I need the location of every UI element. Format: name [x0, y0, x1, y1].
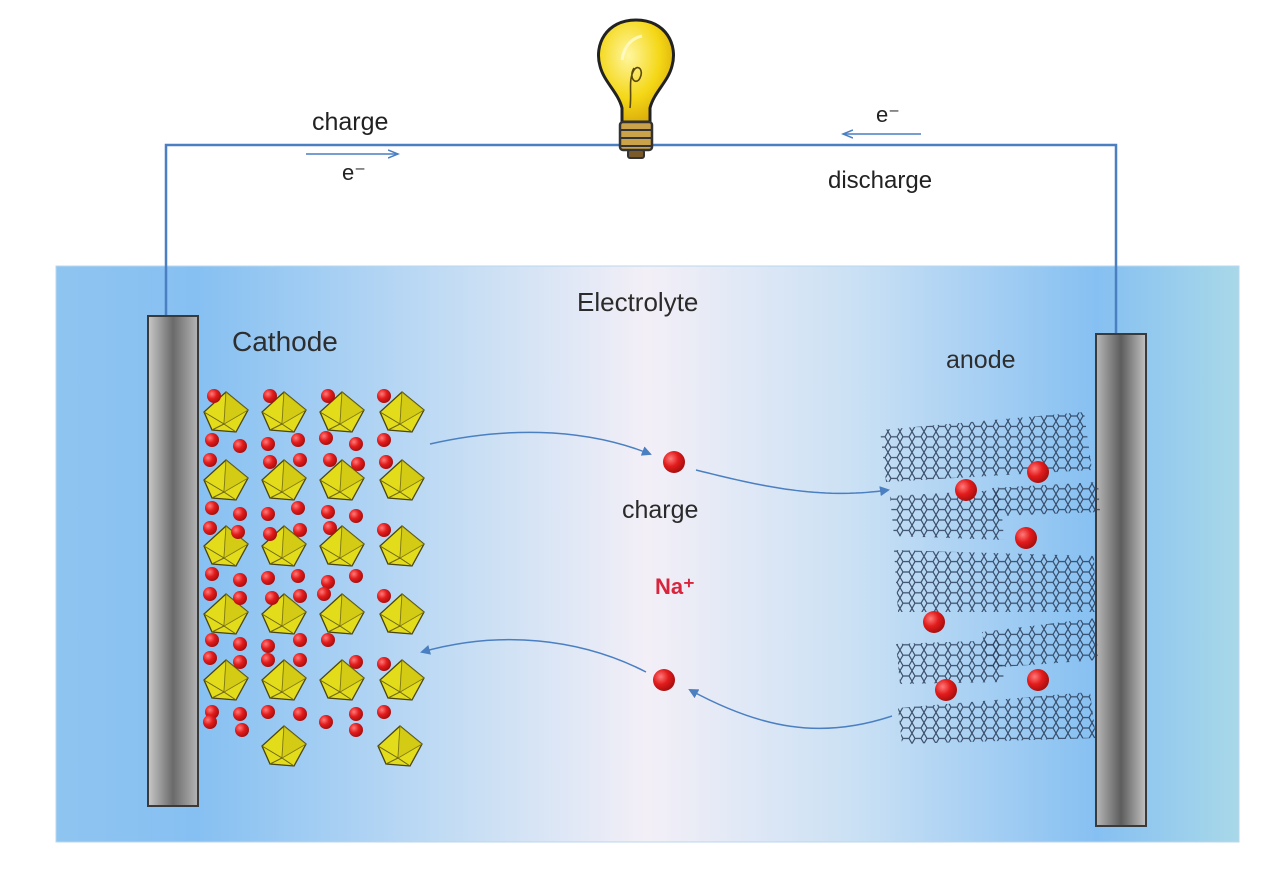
discharge-ion-arrow-upper	[420, 638, 647, 673]
electrolyte-region	[55, 265, 1240, 843]
discharge-ion-arrow-lower	[688, 689, 893, 730]
charge-label-circuit: charge	[312, 108, 389, 136]
discharge-label: discharge	[828, 167, 933, 194]
electron-label-right: e⁻	[876, 102, 900, 127]
charge-ion-arrow-lower	[695, 469, 890, 497]
charge-label-ions: charge	[622, 496, 699, 524]
anode-label: anode	[946, 346, 1016, 374]
sodium-ion-icon	[653, 669, 675, 691]
light-bulb-icon	[597, 18, 675, 159]
anode-electrode	[1095, 333, 1147, 827]
cathode-label: Cathode	[232, 326, 338, 357]
sodium-ion-icon	[663, 451, 685, 473]
cathode-electrode	[147, 315, 199, 807]
sodium-ion-label: Na⁺	[655, 574, 695, 599]
electron-label-left: e⁻	[342, 160, 366, 185]
electrolyte-label: Electrolyte	[577, 287, 699, 317]
charge-ion-arrow-upper	[429, 431, 652, 456]
